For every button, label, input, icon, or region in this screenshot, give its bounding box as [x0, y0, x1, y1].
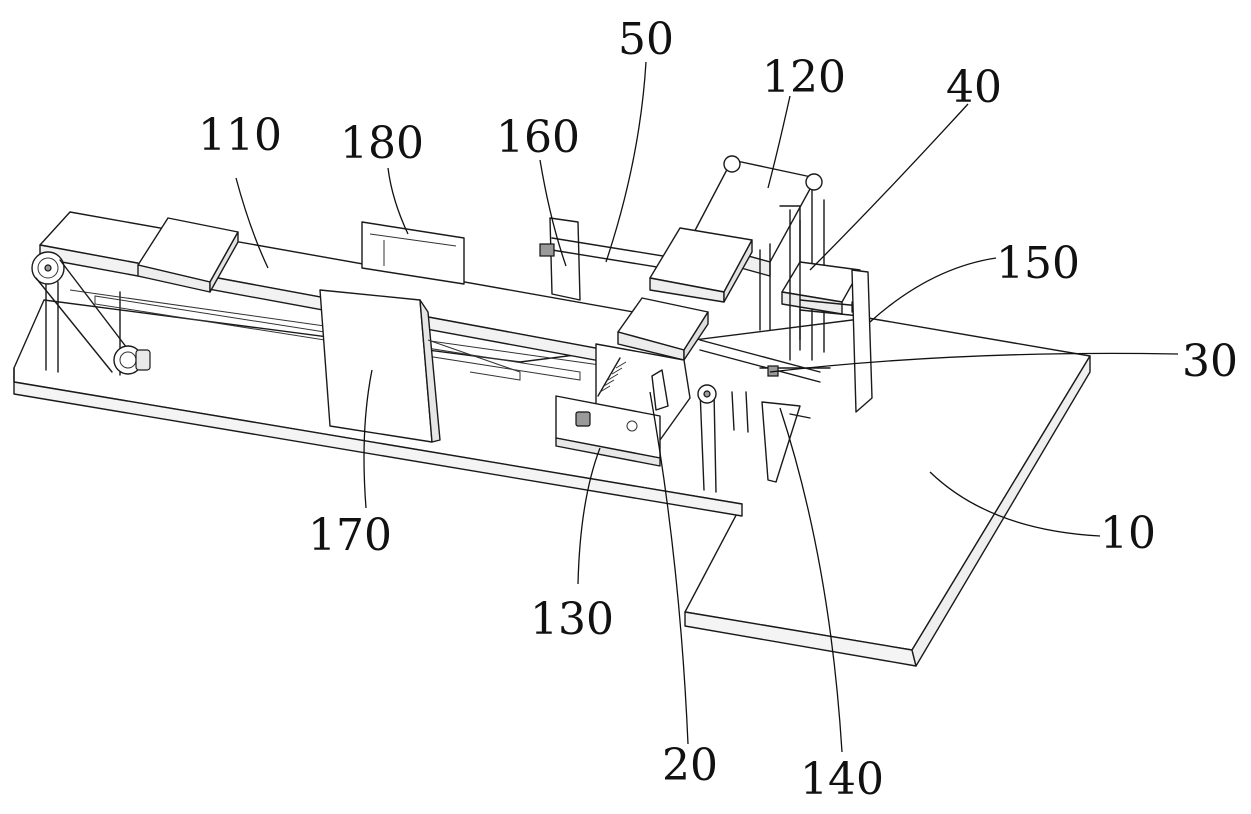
vertical-rails	[699, 209, 801, 493]
label-180: 180	[340, 118, 424, 169]
label-150: 150	[996, 238, 1080, 289]
label-160: 160	[496, 112, 580, 163]
label-120: 120	[762, 52, 846, 103]
box-on-upper-conveyor	[649, 227, 753, 303]
label-20: 20	[662, 740, 718, 791]
plate-170	[319, 289, 521, 443]
rods-30	[699, 339, 831, 383]
label-130: 130	[530, 594, 614, 645]
label-50: 50	[618, 14, 674, 65]
plate-180	[361, 221, 465, 285]
box-on-conveyor	[137, 217, 239, 293]
reference-numerals: 10 20 30 40 50 110 120 130 140 150 160 1…	[198, 14, 1238, 805]
side-plate-150	[851, 269, 873, 413]
plate-140	[761, 401, 811, 483]
label-110: 110	[198, 110, 282, 161]
base-plate	[13, 299, 1091, 667]
pusher-assembly	[555, 297, 717, 467]
label-10: 10	[1100, 508, 1156, 559]
label-40: 40	[946, 62, 1002, 113]
leader-lines	[235, 61, 1179, 753]
label-140: 140	[800, 754, 884, 805]
label-30: 30	[1182, 336, 1238, 387]
label-170: 170	[308, 510, 392, 561]
